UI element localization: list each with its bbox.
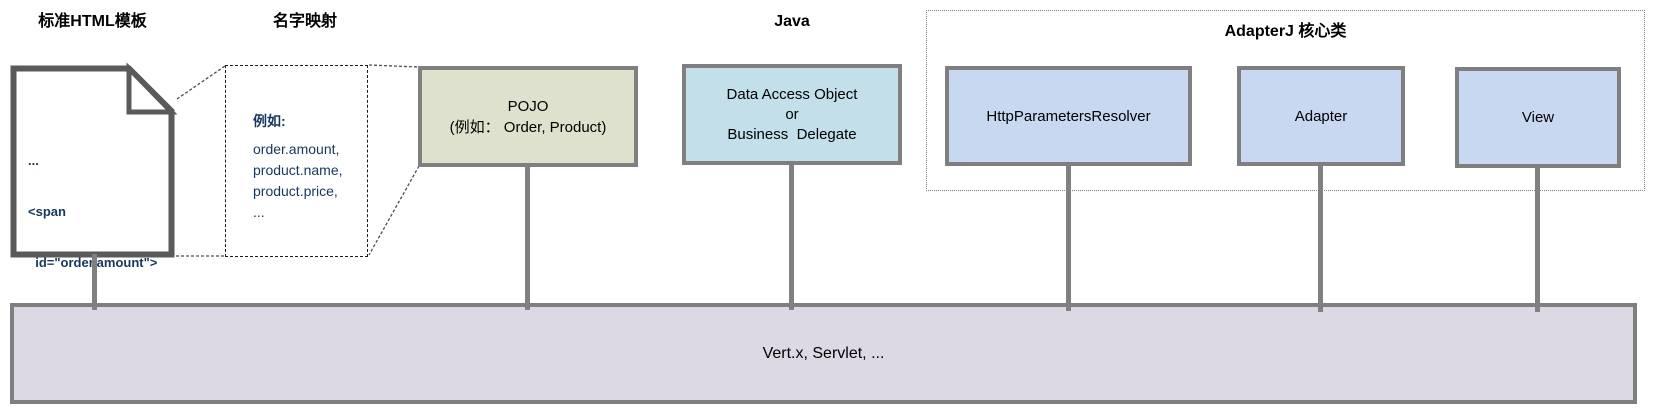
- connector-view-platform: [1535, 166, 1540, 312]
- connector-pojo-platform: [525, 165, 530, 310]
- connector-dao-platform: [789, 163, 794, 310]
- pojo-subtitle: (例如： Order, Product): [449, 118, 607, 136]
- code-line: <span: [28, 204, 66, 219]
- adapterj-group: AdapterJ 核心类: [926, 10, 1645, 191]
- view-box: View: [1455, 67, 1621, 168]
- mapping-entry: product.price,: [253, 183, 338, 199]
- mapping-entry: product.name,: [253, 162, 343, 178]
- platform-bar: Vert.x, Servlet, ...: [10, 303, 1637, 404]
- dao-line: Data Access Object: [726, 85, 858, 103]
- dao-box: Data Access Object or Business Delegate: [682, 64, 902, 165]
- code-line: ...: [28, 153, 39, 168]
- mapping-entry: ...: [253, 204, 265, 220]
- name-mapping-heading: 例如:: [253, 113, 286, 129]
- connector-hpr-platform: [1066, 164, 1071, 311]
- callout-line-pojo-top: [368, 64, 419, 68]
- pojo-box: POJO (例如： Order, Product): [418, 66, 638, 167]
- dao-line: or: [785, 105, 799, 123]
- adapter-label: Adapter: [1294, 107, 1348, 125]
- platform-bar-label: Vert.x, Servlet, ...: [762, 344, 885, 362]
- callout-line-doc-top: [176, 65, 226, 100]
- name-mapping-box: 例如: order.amount, product.name, product.…: [225, 65, 368, 257]
- mapping-entry: order.amount,: [253, 141, 340, 157]
- title-name-mapping: 名字映射: [272, 13, 337, 30]
- title-html-template: 标准HTML模板: [38, 13, 147, 30]
- code-line: ...: [28, 408, 39, 416]
- code-line: id="order.amount">: [28, 254, 170, 271]
- adapterj-group-title: AdapterJ 核心类: [1224, 23, 1347, 40]
- pojo-title: POJO: [507, 97, 549, 115]
- dao-line: Business Delegate: [727, 125, 857, 143]
- http-parameters-resolver-label: HttpParametersResolver: [986, 107, 1151, 125]
- document-fold-corner: [126, 62, 178, 115]
- connector-adapter-platform: [1318, 164, 1323, 312]
- connector-document-platform: [92, 254, 97, 310]
- title-java: Java: [774, 13, 810, 30]
- callout-line-pojo-bottom: [368, 165, 420, 256]
- view-label: View: [1521, 109, 1555, 126]
- http-parameters-resolver-box: HttpParametersResolver: [945, 66, 1192, 166]
- adapter-box: Adapter: [1237, 66, 1405, 166]
- html-template-document-shape: [10, 65, 175, 258]
